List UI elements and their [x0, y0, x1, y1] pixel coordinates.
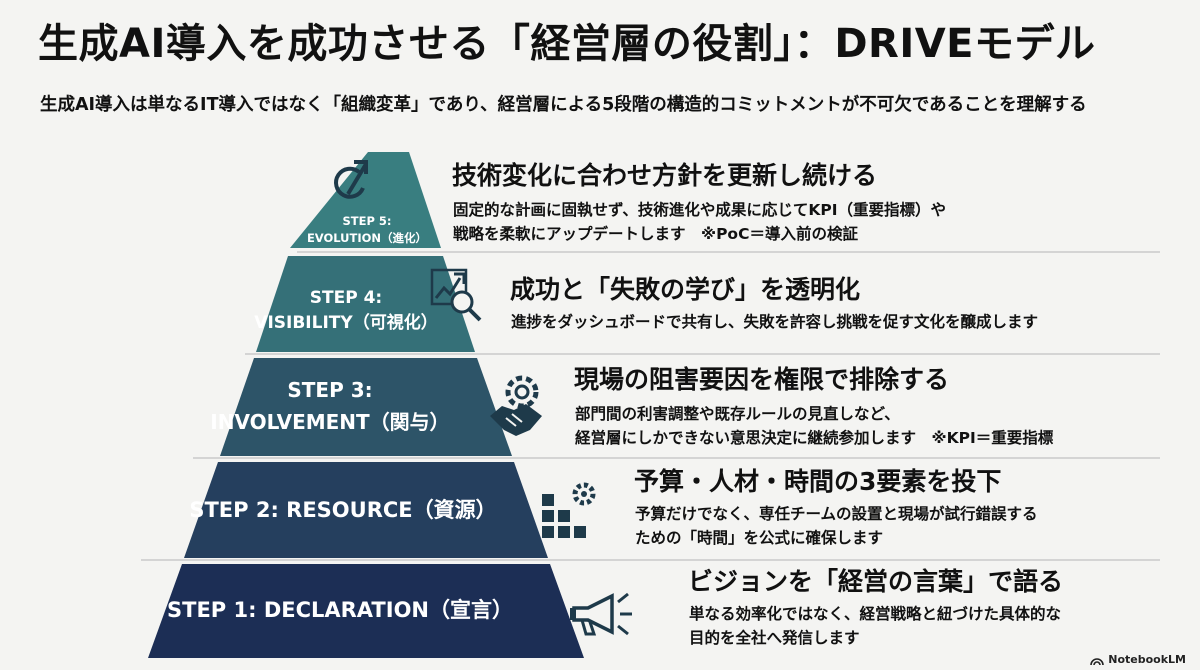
brand-watermark: NotebookLM [1090, 653, 1186, 666]
step1-desc-line2: 目的を全社へ発信します [689, 629, 860, 647]
step4-desc-line1: 進捗をダッシュボードで共有し、失敗を許容し挑戦を促す文化を醸成します [511, 313, 1039, 331]
step5-label-line1: STEP 5: [342, 214, 392, 228]
step4-label-line2: VISIBILITY（可視化） [254, 313, 438, 333]
step4-heading: 成功と「失敗の学び」を透明化 [510, 275, 861, 304]
step4-description: 進捗をダッシュボードで共有し、失敗を許容し挑戦を促す文化を醸成します [511, 310, 1038, 334]
step5-heading: 技術変化に合わせ方針を更新し続ける [452, 161, 878, 190]
step2-label: STEP 2: RESOURCE（資源） [158, 494, 528, 526]
step2-description: 予算だけでなく、専任チームの設置と現場が試行錯誤する ための「時間」を公式に確保… [635, 502, 1038, 550]
step5-label: STEP 5: EVOLUTION（進化） [272, 213, 462, 247]
page-title: 生成AI導入を成功させる「経営層の役割」：DRIVEモデル [38, 21, 1096, 67]
step1-label-line1: STEP 1: DECLARATION（宣言） [167, 598, 513, 622]
step3-description: 部門間の利害調整や既存ルールの見直しなど、 経営層にしかできない意思決定に継続参… [575, 402, 1053, 450]
step2-desc-line1: 予算だけでなく、専任チームの設置と現場が試行錯誤する [635, 505, 1038, 523]
step3-heading: 現場の阻害要因を権限で排除する [574, 365, 950, 394]
step5-description: 固定的な計画に固執せず、技術進化や成果に応じてKPI（重要指標）や 戦略を柔軟に… [453, 198, 946, 246]
step3-label: STEP 3: INVOLVEMENT（関与） [205, 374, 455, 438]
step1-desc-line1: 単なる効率化ではなく、経営戦略と紐づけた具体的な [689, 605, 1062, 623]
brand-label: NotebookLM [1108, 653, 1186, 666]
tier-step2 [184, 462, 548, 558]
refresh-arrows-icon [334, 160, 368, 199]
blocks-gear-icon [542, 482, 596, 538]
step2-heading: 予算・人材・時間の3要素を投下 [634, 467, 1002, 496]
step1-heading: ビジョンを「経営の言葉」で語る [688, 567, 1064, 596]
step3-desc-line2: 経営層にしかできない意思決定に継続参加します ※KPI＝重要指標 [575, 429, 1054, 447]
tier-step5 [290, 152, 441, 248]
step5-label-line2: EVOLUTION（進化） [306, 231, 428, 245]
step5-desc-line2: 戦略を柔軟にアップデートします ※PoC＝導入前の検証 [453, 225, 858, 243]
notebooklm-logo-icon [1090, 657, 1105, 665]
page-subtitle: 生成AI導入は単なるIT導入ではなく「組織変革」であり、経営層による5段階の構造… [40, 95, 1087, 115]
tier-step3 [220, 358, 512, 456]
step4-label-line1: STEP 4: [309, 288, 383, 308]
step1-description: 単なる効率化ではなく、経営戦略と紐づけた具体的な 目的を全社へ発信します [689, 602, 1061, 650]
tier-step1 [148, 564, 584, 658]
tier-step4 [256, 256, 475, 352]
megaphone-icon [570, 592, 632, 636]
step1-label: STEP 1: DECLARATION（宣言） [130, 594, 550, 626]
step3-label-line2: INVOLVEMENT（関与） [210, 410, 450, 434]
step5-desc-line1: 固定的な計画に固執せず、技術進化や成果に応じてKPI（重要指標）や [453, 201, 947, 219]
handshake-gear-icon [490, 375, 542, 436]
chart-magnifier-icon [430, 268, 482, 322]
step3-desc-line1: 部門間の利害調整や既存ルールの見直しなど、 [575, 405, 900, 423]
step4-label: STEP 4: VISIBILITY（可視化） [236, 286, 456, 336]
step2-label-line1: STEP 2: RESOURCE（資源） [189, 498, 497, 522]
step3-label-line1: STEP 3: [287, 378, 373, 402]
step2-desc-line2: ための「時間」を公式に確保します [635, 529, 884, 547]
